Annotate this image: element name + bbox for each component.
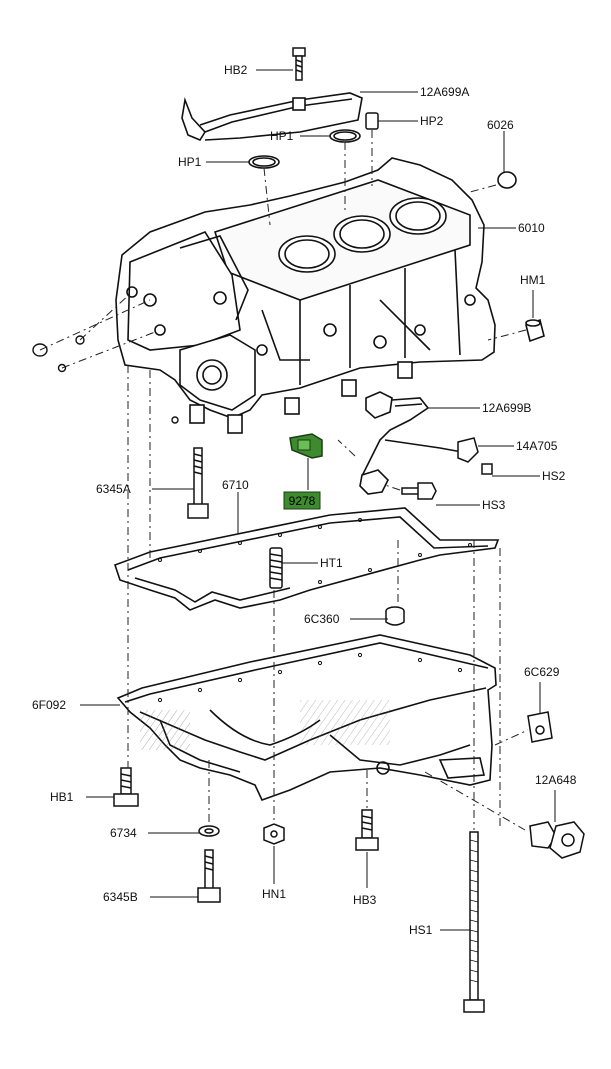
callout-12A699B: 12A699B <box>482 401 531 415</box>
callout-HB2: HB2 <box>224 63 248 77</box>
callout-6734: 6734 <box>110 826 137 840</box>
leader-lines <box>80 69 556 931</box>
washer-6734[interactable] <box>198 825 220 837</box>
callout-9278: 9278 <box>289 494 316 508</box>
part-6C629[interactable] <box>527 711 553 743</box>
stud-HT1[interactable] <box>269 547 283 589</box>
callout-9278-box <box>283 491 321 510</box>
harness-12A699B[interactable] <box>359 391 463 495</box>
callout-6710: 6710 <box>222 478 249 492</box>
nut-HS2[interactable] <box>481 463 493 475</box>
sensor-9278[interactable] <box>289 433 323 459</box>
seal-HP1-left[interactable] <box>248 155 280 169</box>
callout-6C360: 6C360 <box>304 612 340 626</box>
callout-HP1-left: HP1 <box>178 155 202 169</box>
callout-6010: 6010 <box>518 221 545 235</box>
gasket-6710[interactable] <box>113 507 500 611</box>
callout-6345A: 6345A <box>96 482 131 496</box>
callout-HP1-top: HP1 <box>270 129 294 143</box>
callout-HB1: HB1 <box>50 790 74 804</box>
callout-HM1: HM1 <box>520 273 546 287</box>
callout-HS1: HS1 <box>409 923 433 937</box>
oil-pan-6F092[interactable] <box>116 634 497 801</box>
callout-HP2: HP2 <box>420 114 444 128</box>
plug-left-side[interactable] <box>32 335 179 424</box>
bolt-HS1[interactable] <box>463 831 485 1013</box>
bolt-HB2[interactable] <box>292 47 306 81</box>
sensor-12A648[interactable] <box>529 821 585 859</box>
callout-12A699A: 12A699A <box>420 85 469 99</box>
callout-HS3: HS3 <box>482 498 506 512</box>
callout-14A705: 14A705 <box>516 439 558 453</box>
plug-6026[interactable] <box>497 171 517 189</box>
callout-HN1: HN1 <box>262 887 286 901</box>
callout-6026: 6026 <box>487 118 514 132</box>
callout-6C629: 6C629 <box>524 665 560 679</box>
bolt-HS3[interactable] <box>401 482 437 500</box>
harness-12A699A[interactable] <box>181 92 363 141</box>
bolt-HB3[interactable] <box>355 809 379 851</box>
callout-HB3: HB3 <box>353 893 377 907</box>
stud-6345A[interactable] <box>187 447 209 519</box>
stud-6345B[interactable] <box>197 849 221 903</box>
seal-HP1-top[interactable] <box>329 129 361 143</box>
callout-12A648: 12A648 <box>535 773 577 787</box>
bolt-HB1[interactable] <box>113 767 139 807</box>
callout-6F092: 6F092 <box>32 698 66 712</box>
callout-HS2: HS2 <box>542 469 566 483</box>
callout-6345B: 6345B <box>103 890 138 904</box>
dowel-HM1[interactable] <box>525 318 545 343</box>
callout-HT1: HT1 <box>320 556 343 570</box>
engine-block-6010[interactable] <box>115 157 496 434</box>
part-6C360[interactable] <box>385 606 405 626</box>
bracket-14A705[interactable] <box>457 437 479 463</box>
sensor-HP2[interactable] <box>365 112 379 130</box>
nut-HN1[interactable] <box>263 823 285 845</box>
alignment-lines <box>39 130 529 831</box>
